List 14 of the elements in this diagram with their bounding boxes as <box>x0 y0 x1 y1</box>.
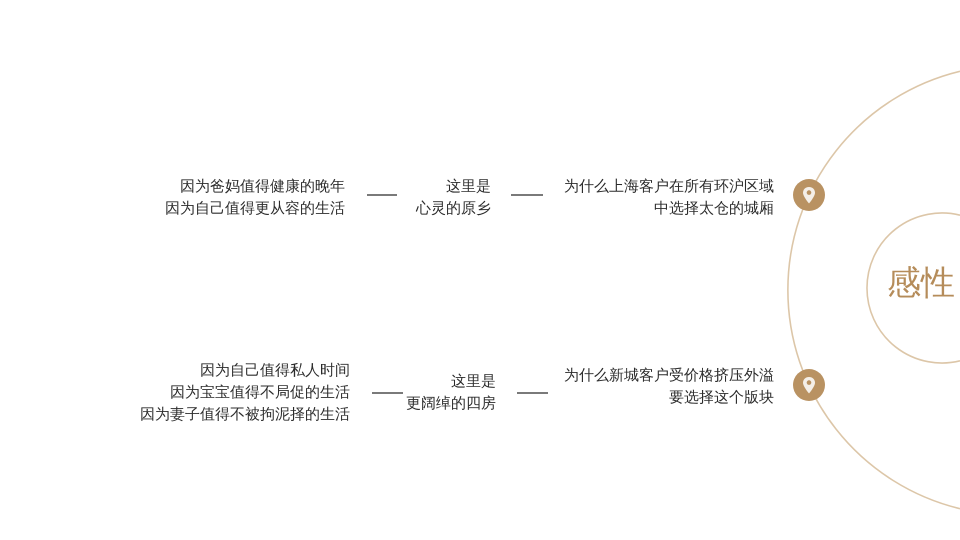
reason-text: 因为爸妈值得健康的晚年 <box>180 176 345 197</box>
tagline-text: 这里是更阔绰的四房 <box>406 371 496 414</box>
connector-line <box>372 392 403 394</box>
connector-line <box>517 392 548 394</box>
reason-text: 因为自己值得更从容的生活 <box>165 198 345 219</box>
connector-line <box>511 194 543 196</box>
question-text: 为什么上海客户在所有环沪区域中选择太仓的城厢 <box>564 176 774 219</box>
question-text: 为什么新城客户受价格挤压外溢要选择这个版块 <box>564 364 774 408</box>
connector-line <box>367 194 397 196</box>
category-label: 感性 <box>887 265 955 301</box>
tagline-text: 这里是心灵的原乡 <box>416 176 491 219</box>
reason-text: 因为自己值得私人时间 <box>200 360 350 381</box>
reason-text: 因为妻子值得不被拘泥择的生活 <box>140 404 350 425</box>
reason-text: 因为宝宝值得不局促的生活 <box>170 382 350 403</box>
